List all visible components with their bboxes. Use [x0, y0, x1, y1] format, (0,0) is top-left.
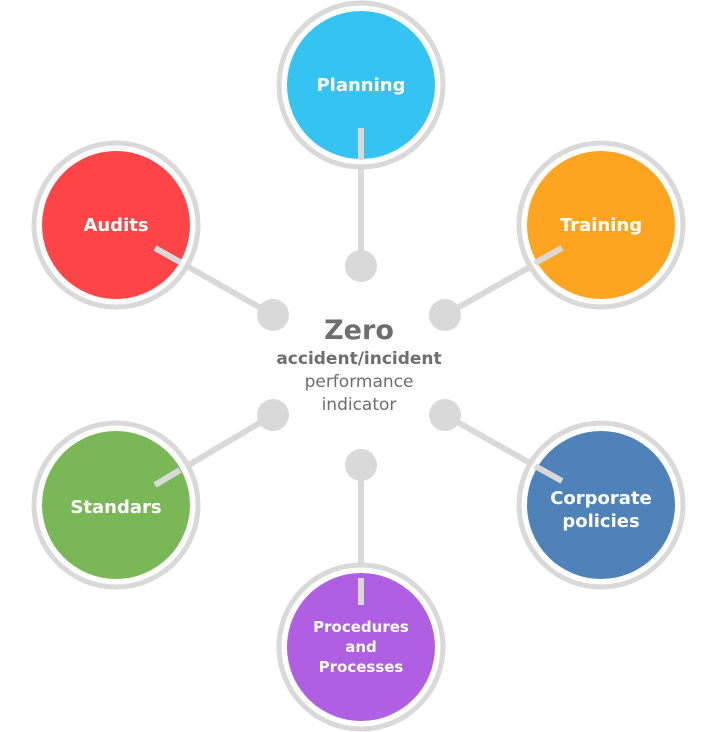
center-title: Zero [324, 315, 394, 346]
connector-dot-procedures [345, 449, 377, 481]
label-corporate-policies: Corporate policies [550, 488, 652, 532]
center-line-1: accident/incident [276, 349, 442, 369]
connector-inner-standars [153, 467, 182, 488]
node-corporate-policies [516, 420, 686, 590]
node-audits [31, 140, 201, 310]
label-planning: Planning [316, 74, 406, 96]
label-procedures: Procedures and Processes [313, 618, 409, 676]
label-training: Training [559, 214, 643, 236]
connector-dot-corporate-policies [429, 399, 461, 431]
label-standars: Standars [70, 496, 162, 518]
connector-dot-training [429, 299, 461, 331]
connector-dot-audits [257, 299, 289, 331]
connector-inner-audits [153, 245, 182, 265]
connector-dot-planning [345, 250, 377, 282]
connector-inner-training [533, 245, 564, 266]
center-line-2: performance [304, 372, 414, 392]
node-procedures [276, 562, 446, 732]
node-planning [276, 0, 446, 170]
center-label: Zero accident/incident performance indic… [229, 314, 489, 417]
node-standars [31, 420, 201, 590]
node-training [516, 140, 686, 310]
center-line-3: indicator [321, 395, 397, 415]
connector-dot-standars [257, 399, 289, 431]
connector-inner-corporate-policies [533, 463, 564, 484]
label-audits: Audits [83, 214, 149, 236]
